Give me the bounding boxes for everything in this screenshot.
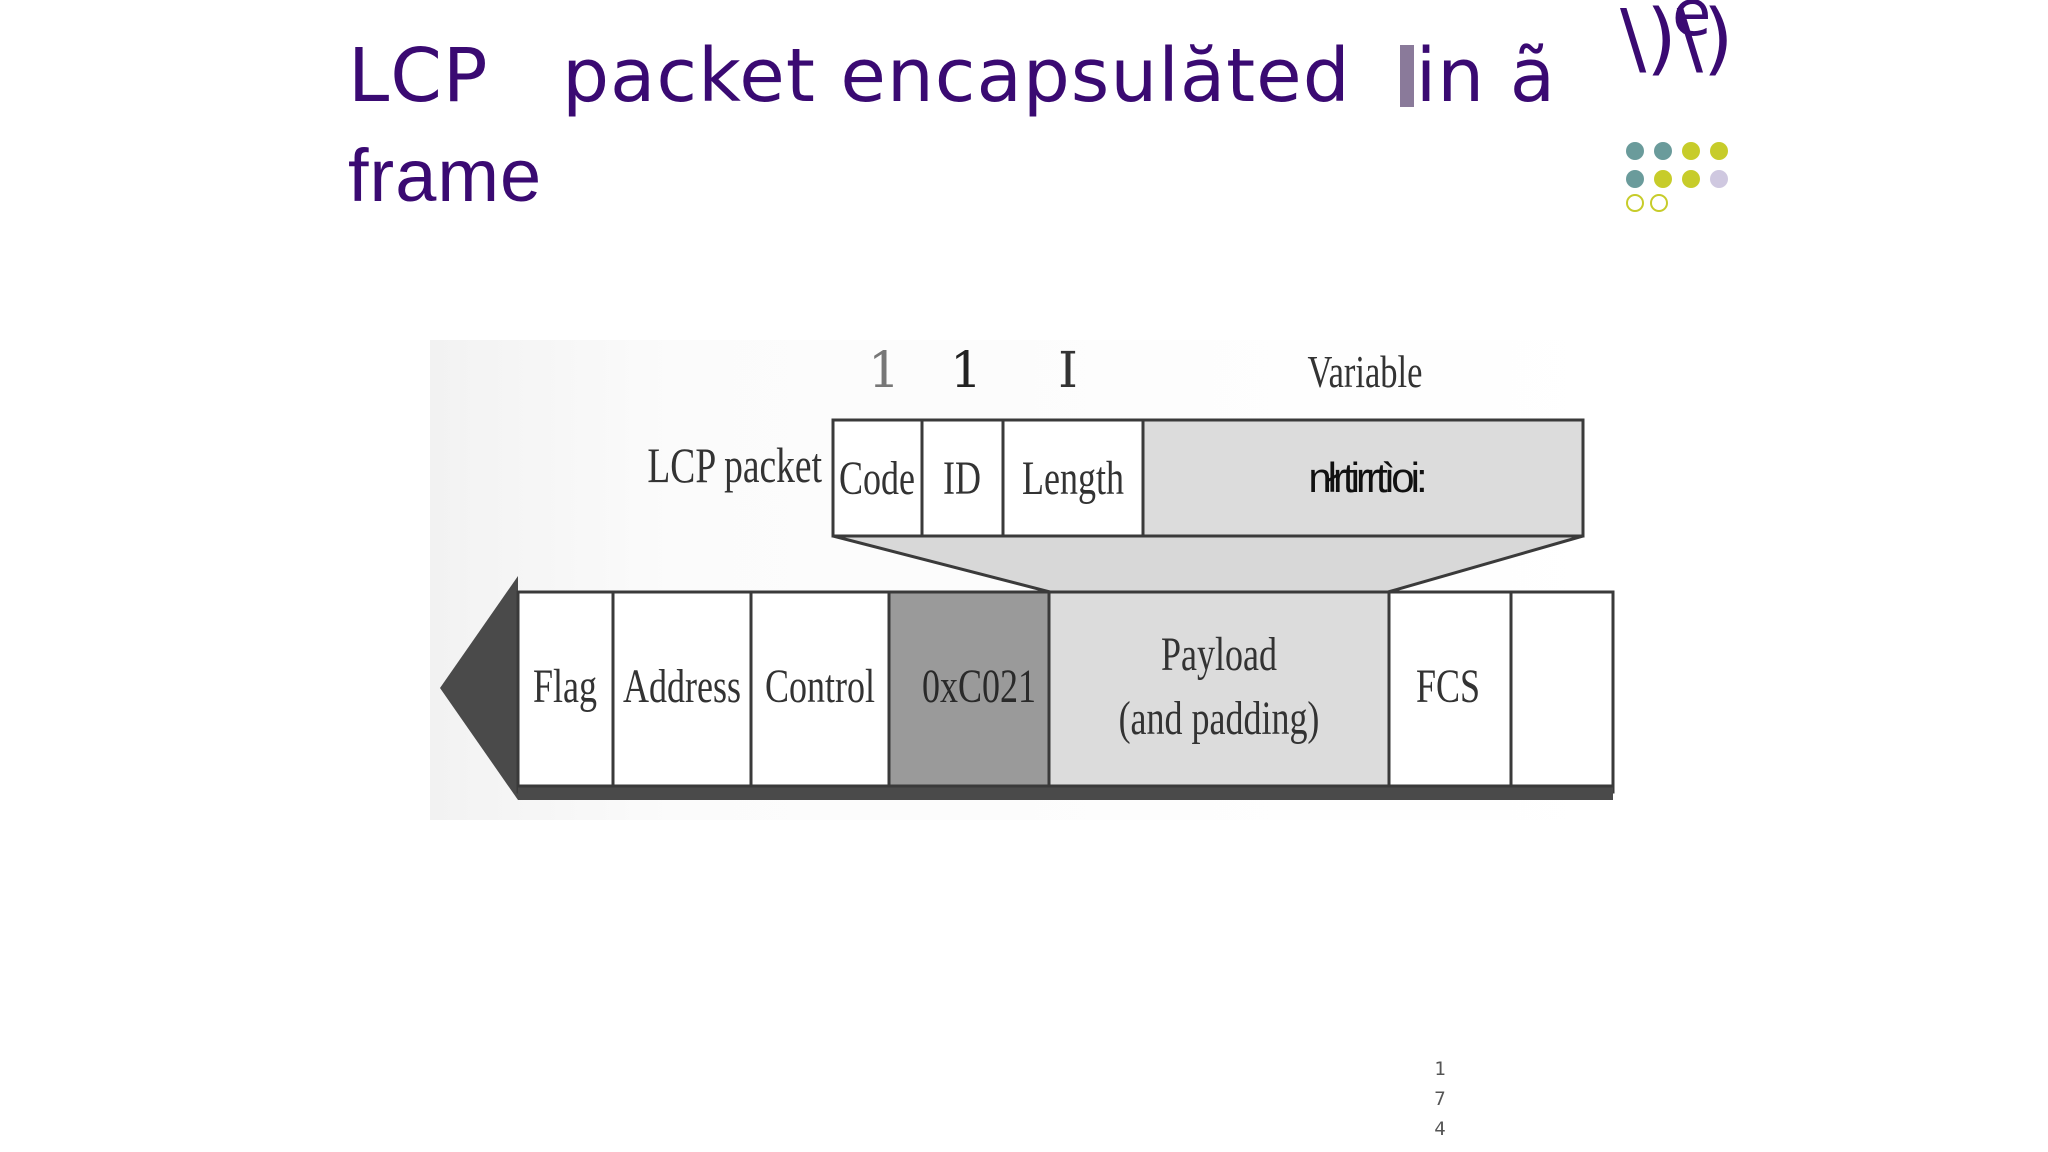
lcp-id-cell [920, 418, 1005, 538]
encapsulation-funnel [832, 534, 1584, 594]
lcp-code-cell [831, 418, 924, 538]
payload-padding-label: (and padding) [1119, 692, 1320, 745]
title-line-2: frame [348, 134, 543, 217]
size-id: 1 [950, 341, 982, 399]
address-label: Address [623, 660, 741, 713]
size-length: I [1058, 341, 1078, 399]
title-line-1-end: in ã [1415, 33, 1557, 119]
logo-dot-teal-1 [1626, 142, 1644, 160]
title-line-1: LCP packet encapsulăted in ã [348, 26, 1555, 126]
flag-cell [516, 590, 615, 788]
title-glitch-mark [1399, 45, 1414, 107]
logo-dot-lavender [1710, 170, 1728, 188]
trailing-flag-cell [1509, 590, 1615, 788]
fcs-cell [1387, 590, 1513, 788]
payload-cell [1047, 590, 1391, 788]
logo-dot-teal-2 [1654, 142, 1672, 160]
page-number-text: 1 7 4 [1434, 1058, 1446, 1140]
logo-dot-teal-3 [1626, 170, 1644, 188]
protocol-label: 0xC021 [922, 660, 1036, 713]
lcp-packet: Code ID Length nłrtirrtìoi: [831, 418, 1585, 538]
lcp-size-labels: 1 1 I Variable [868, 341, 1422, 399]
logo-dot-yellow-3 [1654, 170, 1672, 188]
logo-ring-1 [1626, 194, 1644, 212]
fcs-label: FCS [1416, 660, 1480, 713]
payload-label: Payload [1161, 628, 1277, 681]
lcp-length-cell [1001, 418, 1145, 538]
protocol-cell [887, 590, 1051, 788]
logo-dot-yellow-4 [1682, 170, 1700, 188]
frame-bottom-bar [518, 786, 1613, 800]
control-label: Control [765, 660, 875, 713]
title-line-1-start: LCP packet encapsulăted [348, 33, 1400, 119]
logo: \)\) e [1610, 0, 1750, 220]
lcp-packet-label: LCP packet [647, 438, 822, 493]
lcp-information-label: nłrtirrtìoi: [1308, 454, 1424, 501]
ppp-frame-diagram: 1 1 I Variable LCP packet Code ID Length… [430, 340, 1630, 820]
frame-direction-arrow [440, 576, 518, 800]
logo-dot-yellow-1 [1682, 142, 1700, 160]
logo-mark: \)\) e [1620, 0, 1733, 78]
ppp-frame: Flag Address Control 0xC021 Payload (and… [440, 576, 1615, 800]
diagram-svg: 1 1 I Variable LCP packet Code ID Length… [440, 341, 1615, 800]
logo-mark-text: \)\) [1620, 0, 1734, 84]
lcp-id-label: ID [943, 452, 981, 505]
size-variable: Variable [1308, 346, 1423, 397]
control-cell [749, 590, 891, 788]
lcp-length-label: Length [1022, 452, 1124, 505]
page-number: 1 7 4 [1430, 1054, 1450, 1144]
size-code: 1 [868, 341, 900, 399]
lcp-code-label: Code [839, 452, 915, 505]
flag-label: Flag [533, 660, 597, 713]
logo-dot-yellow-2 [1710, 142, 1728, 160]
slide-title: LCP packet encapsulăted in ã frame [348, 26, 1555, 226]
logo-accent: e [1672, 0, 1712, 51]
logo-ring-2 [1650, 194, 1668, 212]
